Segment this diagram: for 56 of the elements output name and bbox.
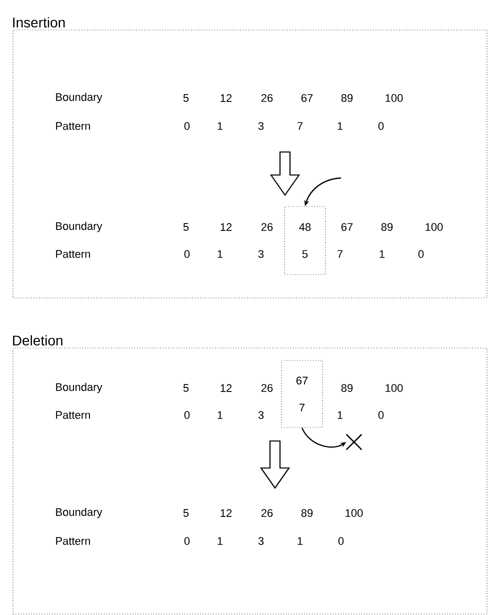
value-text: 3 bbox=[258, 411, 264, 419]
value-text: 12 bbox=[220, 384, 232, 392]
value-text: 67 bbox=[341, 223, 353, 231]
value-text: 1 bbox=[298, 537, 303, 545]
row-label: Pattern bbox=[56, 250, 90, 258]
cross-mark bbox=[346, 434, 362, 450]
value-text: 12 bbox=[220, 509, 232, 517]
value-text: 26 bbox=[261, 223, 273, 231]
value-text: 0 bbox=[378, 411, 384, 419]
value-text: 89 bbox=[381, 223, 393, 231]
value-text: 0 bbox=[184, 537, 190, 545]
highlight-box: 67 7 bbox=[281, 360, 323, 428]
value-text: 89 bbox=[341, 94, 353, 102]
value-text: 5 bbox=[183, 94, 189, 102]
value-text: 1 bbox=[380, 250, 385, 258]
value-text: 67 bbox=[301, 94, 313, 102]
value-text: 0 bbox=[378, 122, 384, 130]
value-text: 5 bbox=[183, 509, 189, 517]
row-label: Pattern bbox=[56, 411, 90, 419]
row-label: Boundary bbox=[56, 92, 102, 104]
value-text: 1 bbox=[218, 122, 223, 130]
value-text: 12 bbox=[220, 223, 232, 231]
value-text: 100 bbox=[386, 384, 403, 392]
row-label: Boundary bbox=[56, 508, 102, 518]
value-text: 0 bbox=[338, 537, 344, 545]
value-text: 3 bbox=[258, 537, 264, 545]
value-text: 26 bbox=[261, 509, 273, 517]
value-text: 0 bbox=[184, 250, 190, 258]
value-text: 26 bbox=[261, 94, 273, 102]
node-label: Insertion bbox=[13, 17, 65, 28]
row-label: Boundary bbox=[56, 222, 102, 232]
value-text: 89 bbox=[341, 384, 353, 392]
value-text: 7 bbox=[298, 122, 302, 130]
value-text: 7 bbox=[338, 250, 342, 258]
row-label: Pattern bbox=[56, 122, 90, 130]
value-text: 5 bbox=[183, 223, 189, 231]
value-text: 0 bbox=[418, 250, 424, 258]
value-text: 0 bbox=[184, 411, 190, 419]
value-text: 100 bbox=[426, 223, 443, 231]
row-label: Boundary bbox=[56, 382, 102, 394]
highlight-box: 48 5 bbox=[284, 206, 326, 275]
node-label: Deletion bbox=[13, 335, 62, 346]
value-text: 3 bbox=[258, 122, 264, 130]
row-label: Pattern bbox=[56, 537, 90, 545]
value-text: 100 bbox=[346, 509, 363, 517]
value-text: 100 bbox=[386, 94, 403, 102]
value-text: 1 bbox=[338, 411, 343, 419]
value-text: 1 bbox=[218, 250, 223, 258]
value-text: 0 bbox=[184, 122, 190, 130]
value-text: 5 bbox=[183, 384, 189, 392]
value-text: 1 bbox=[218, 537, 223, 545]
value-text: 1 bbox=[218, 411, 223, 419]
value-text: 1 bbox=[338, 122, 343, 130]
value-text: 3 bbox=[258, 250, 264, 258]
value-text: 89 bbox=[301, 509, 313, 517]
value-text: 12 bbox=[220, 94, 232, 102]
